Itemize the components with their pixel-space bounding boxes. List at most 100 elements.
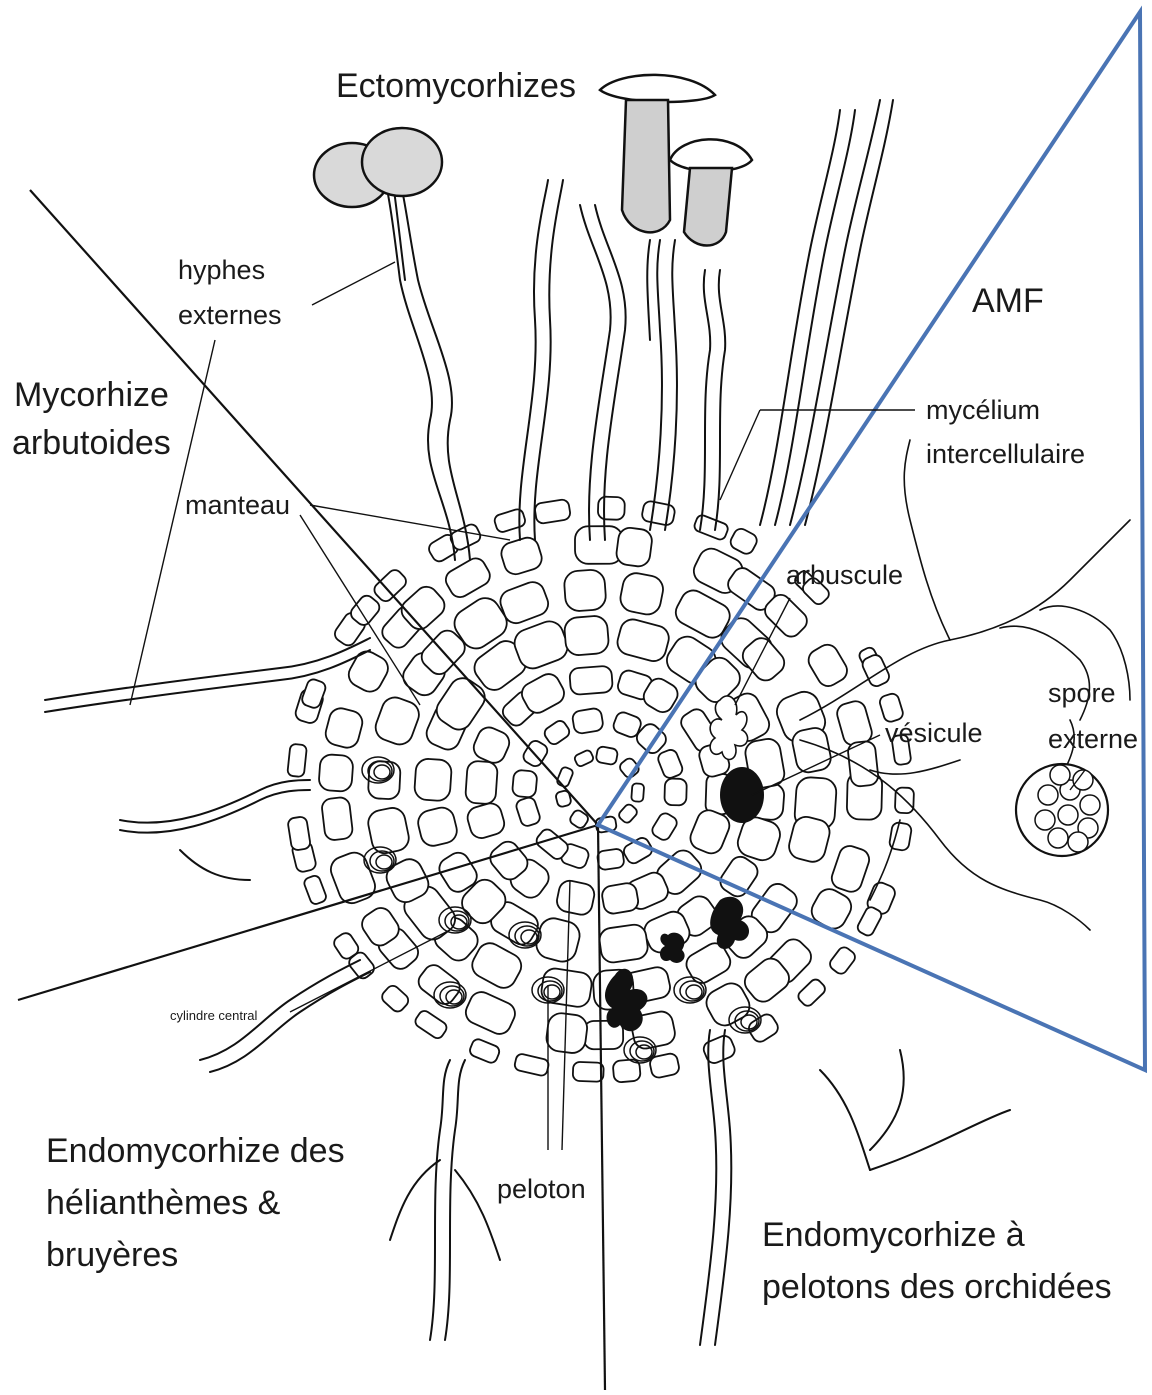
vesicle [720,767,764,823]
truffle-body-2 [362,128,442,196]
hyphal-coil [376,855,392,869]
cortex-cell [650,811,679,842]
label-vesicule: vésicule [885,718,983,748]
mushroom-stalk-1 [622,100,670,232]
cortex-cell [728,526,759,556]
spore-cell [1035,810,1055,830]
label-mycelium-line2: intercellulaire [926,439,1085,469]
cortex-cell [597,848,625,870]
cortex-cell [462,988,518,1037]
cortex-cell [545,1012,589,1055]
cortex-cell [465,761,498,805]
cortex-cell [564,615,610,656]
cortex-cell [693,514,730,542]
cortex-cell [573,749,594,767]
label-peloton: peloton [497,1174,586,1204]
label-spore-line1: spore [1048,678,1116,708]
cortex-cell [805,641,851,690]
cortex-cell [470,724,513,766]
label-mycorhize-line1: Mycorhize [14,376,169,414]
cortex-cell [323,706,365,750]
cortex-cell [468,1037,501,1064]
cortex-cell [344,647,392,696]
hyphal-coil [680,981,704,1001]
mushroom-stalk-2 [684,168,732,246]
cortex-cell [598,923,649,964]
cortex-cell [379,983,410,1014]
cortex-cell [573,1062,604,1082]
cortex-cell [618,571,665,617]
cortex-cell [617,803,639,825]
label-hyphes-line1: hyphes [178,255,265,285]
label-endo-heli-line2: hélianthèmes & [46,1184,281,1222]
cortex-cell [303,874,328,905]
spore-cell [1068,832,1088,852]
cortex-cell [598,496,625,520]
cortex-cell [321,797,353,841]
label-mycelium-line1: mycélium [926,395,1040,425]
cortex-cell [827,945,857,976]
cortex-cell [300,678,327,710]
cortex-cell [493,508,526,534]
label-endo-orch-line1: Endomycorhize à [762,1216,1025,1254]
cortex-cell [318,754,353,792]
spore-cell [1058,805,1078,825]
label-endo-orch-line2: pelotons des orchidées [762,1268,1112,1306]
cortex-cell [372,567,409,604]
cortex-cell [515,796,542,828]
label-endo-heli-line3: bruyères [46,1236,178,1274]
cortex-cell [542,718,571,746]
cortex-cell [796,977,827,1008]
spore-cell [1048,828,1068,848]
label-arbuscule: arbuscule [786,560,903,590]
spore-cell [1080,795,1100,815]
peloton-clump-3 [660,933,685,963]
cortex-cell [512,770,538,798]
label-amf: AMF [972,282,1044,320]
cortex-cell [569,666,613,695]
mushroom-cap-2 [670,139,752,171]
label-hyphes-line2: externes [178,300,282,330]
label-mycorhize-line2: arbutoides [12,424,171,462]
cortex-cell [575,526,623,564]
cortex-cell [413,1009,449,1041]
cortex-cell [595,746,618,765]
spore-cell [1038,785,1058,805]
cortex-cell [664,778,687,805]
cortex-cell [555,879,596,917]
cortex-cell [442,555,493,601]
cortex-cell [563,569,606,612]
cortex-cell [572,707,604,734]
cortex-cell [533,915,582,964]
cortex-cell [656,748,684,780]
cortex-cell [465,801,507,841]
cortex-cell [601,882,640,915]
leader-mycelium-2 [720,410,760,500]
cortex-cell [414,758,452,801]
cortex-cell [621,835,654,865]
mushroom-cap-1 [600,75,715,102]
cortex-cell [856,905,884,937]
divider-heli-orchid [598,825,605,1390]
label-spore-line2: externe [1048,724,1138,754]
cortex-cell [514,1053,550,1077]
cortex-cell [641,500,676,526]
cortex-cell [499,535,545,577]
cortex-cell [631,783,644,802]
leader-hyphes [312,262,395,305]
cortex-cell [416,805,460,848]
hyphal-coil [370,851,394,871]
hyphal-coil [686,985,702,999]
leader-manteau-ecto [310,505,510,540]
cortex-cell [615,526,653,567]
label-manteau: manteau [185,490,290,520]
divider-ecto-arbutoid [30,190,598,825]
cortex-cell [372,694,423,748]
cortex-cell [556,766,574,788]
spore-cell [1050,765,1070,785]
label-endo-heli-line1: Endomycorhize des [46,1132,345,1170]
cortex-cell [534,499,571,525]
cortex-cell [287,816,311,851]
